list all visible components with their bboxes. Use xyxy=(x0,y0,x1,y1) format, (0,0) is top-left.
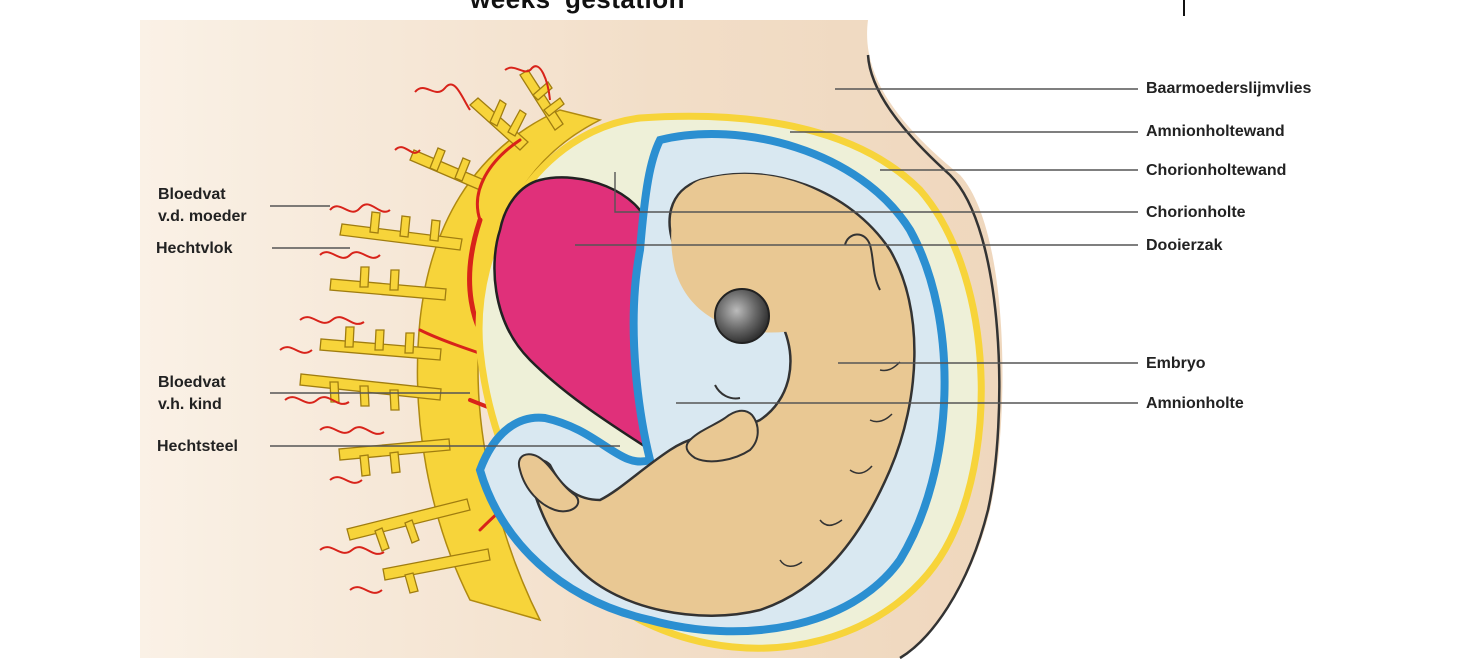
embryo-mouth xyxy=(714,384,741,400)
top-rule-line xyxy=(1183,0,1185,16)
label-bloedvat-moeder-line2: v.d. moeder xyxy=(158,208,247,225)
label-dooierzak: Dooierzak xyxy=(1146,237,1223,254)
embryo-foot-icon xyxy=(517,453,580,513)
label-chorionholte: Chorionholte xyxy=(1146,204,1246,221)
chorionic-villi xyxy=(299,69,603,622)
label-bloedvat-moeder-line1: Bloedvat xyxy=(158,186,226,203)
label-amnionholte: Amnionholte xyxy=(1146,395,1244,412)
maternal-blood-vessels xyxy=(279,65,551,594)
label-baarmoederslijmvlies: Baarmoederslijmvlies xyxy=(1146,80,1312,97)
embryo-head xyxy=(671,173,878,333)
diagram-title-fragment: weeks' gestation xyxy=(470,0,685,15)
label-hechtsteel: Hechtsteel xyxy=(157,438,238,455)
uterine-wall-edge xyxy=(866,54,1001,660)
label-bloedvat-kind-line1: Bloedvat xyxy=(158,374,226,391)
embryo-hand-icon xyxy=(685,409,759,463)
label-embryo: Embryo xyxy=(1146,355,1206,372)
label-amnionholtewand: Amnionholtewand xyxy=(1146,123,1285,140)
label-bloedvat-kind-line2: v.h. kind xyxy=(158,396,222,413)
label-chorionholtewand: Chorionholtewand xyxy=(1146,162,1287,179)
embryo-eye-icon xyxy=(714,288,770,344)
embryo-somites xyxy=(779,361,901,567)
label-hechtvlok: Hechtvlok xyxy=(156,240,233,257)
leader-lines xyxy=(270,88,1138,447)
leader-chorionholte xyxy=(614,172,1138,213)
